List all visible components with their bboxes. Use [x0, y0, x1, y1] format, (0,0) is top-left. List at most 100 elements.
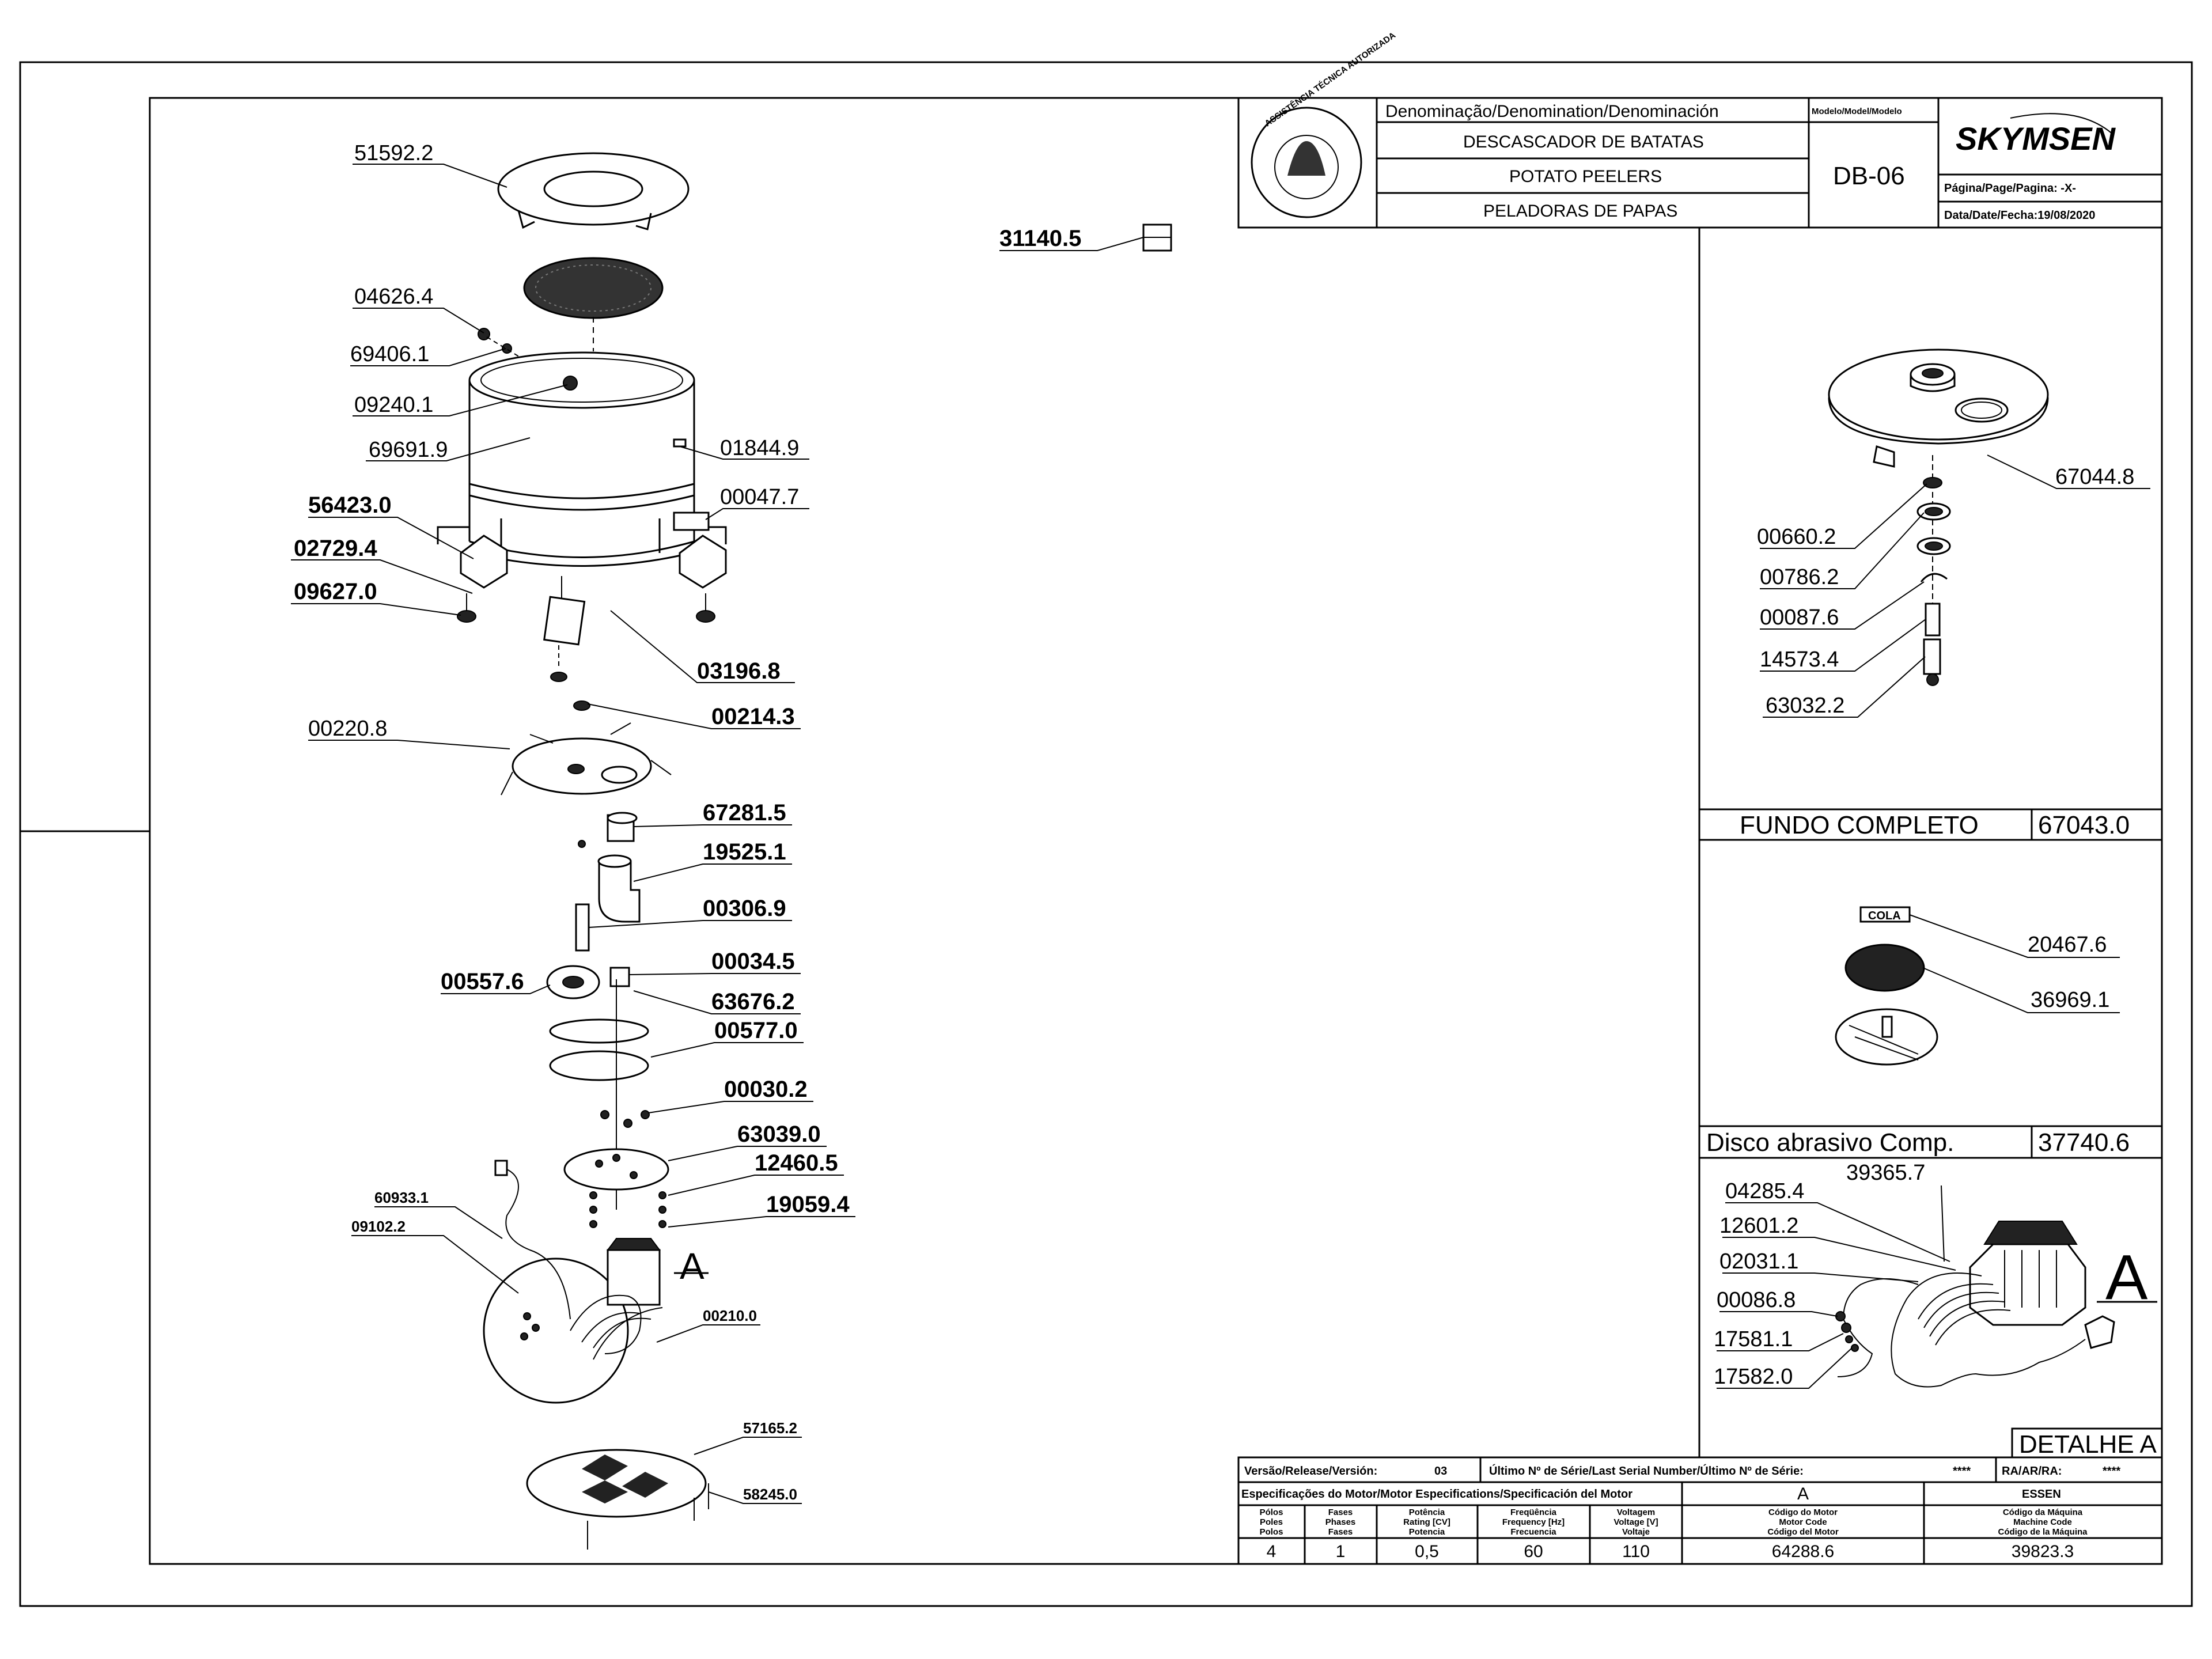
label-00086-8: 00086.8 [1717, 1288, 1796, 1312]
svg-text:Voltaje: Voltaje [1622, 1527, 1650, 1537]
svg-text:Pólos: Pólos [1260, 1508, 1283, 1517]
svg-text:Potência: Potência [1409, 1508, 1445, 1517]
label-00214-3: 00214.3 [711, 704, 795, 729]
disco-code: 37740.6 [2038, 1128, 2130, 1157]
label-63676-2: 63676.2 [711, 989, 795, 1014]
svg-text:1: 1 [1336, 1542, 1346, 1561]
name-es: PELADORAS DE PAPAS [1483, 202, 1677, 221]
svg-text:Voltagem: Voltagem [1617, 1508, 1655, 1517]
label-00030-2: 00030.2 [724, 1077, 808, 1102]
label-00660-2: 00660.2 [1757, 525, 1836, 549]
label-67044-8: 67044.8 [2055, 465, 2134, 489]
label-04285-4: 04285.4 [1725, 1179, 1804, 1203]
svg-text:Polos: Polos [1260, 1527, 1283, 1537]
spec-values: 4 1 0,5 60 110 64288.6 39823.3 [1267, 1542, 2074, 1561]
ra-label: RA/AR/RA: [2002, 1465, 2062, 1478]
outer-border [19, 61, 2193, 1607]
denomination-header: Denominação/Denomination/Denominación [1385, 102, 1719, 121]
detalhe-a-panel: A 04285.4 39365.7 12601.2 02031.1 00086.… [1714, 1161, 2162, 1459]
label-69406-1: 69406.1 [350, 342, 429, 366]
label-60933-1: 60933.1 [374, 1189, 429, 1206]
svg-text:Potencia: Potencia [1409, 1527, 1445, 1537]
label-19525-1: 19525.1 [703, 839, 786, 865]
motor-spec-label: Especificações do Motor/Motor Especifica… [1241, 1488, 1633, 1501]
label-17582-0: 17582.0 [1714, 1365, 1793, 1389]
serial-label: Último Nº de Série/Last Serial Number/Úl… [1489, 1464, 1804, 1478]
ra-value: **** [2103, 1465, 2120, 1478]
main-part-labels: 51592.2 04626.4 69406.1 09240.1 69691.9 … [294, 141, 1081, 1503]
label-51592-2: 51592.2 [354, 141, 433, 165]
disco-abrasivo-panel: COLA 20467.6 36969.1 Disco abrasivo Comp… [1699, 906, 2162, 1159]
disco-title: Disco abrasivo Comp. [1706, 1128, 1954, 1157]
svg-text:Voltage [V]: Voltage [V] [1613, 1517, 1658, 1527]
label-67281-5: 67281.5 [703, 800, 786, 825]
svg-text:110: 110 [1622, 1542, 1650, 1561]
release-label: Versão/Release/Versión: [1244, 1465, 1377, 1478]
svg-text:Phases: Phases [1325, 1517, 1356, 1527]
label-36969-1: 36969.1 [2031, 988, 2109, 1012]
svg-text:Fases: Fases [1328, 1527, 1353, 1537]
name-en: POTATO PEELERS [1509, 167, 1662, 186]
svg-text:Freqüência: Freqüência [1510, 1508, 1557, 1517]
label-19059-4: 19059.4 [766, 1192, 850, 1217]
label-00047-7: 00047.7 [720, 485, 799, 509]
svg-text:Frecuencia: Frecuencia [1510, 1527, 1556, 1537]
svg-text:60: 60 [1524, 1542, 1543, 1561]
fundo-completo-panel: 67044.8 00660.2 00786.2 00087.6 14573.4 … [1699, 349, 2162, 841]
label-69691-9: 69691.9 [369, 438, 448, 462]
label-09627-0: 09627.0 [294, 579, 377, 604]
label-63032-2: 63032.2 [1766, 694, 1844, 718]
label-57165-2: 57165.2 [743, 1419, 797, 1437]
svg-text:Código do Motor: Código do Motor [1768, 1508, 1838, 1517]
svg-text:64288.6: 64288.6 [1772, 1542, 1834, 1561]
label-12460-5: 12460.5 [755, 1150, 838, 1176]
label-00034-5: 00034.5 [711, 949, 795, 974]
svg-text:4: 4 [1267, 1542, 1277, 1561]
label-14573-4: 14573.4 [1760, 647, 1839, 672]
date-indicator: Data/Date/Fecha:19/08/2020 [1944, 209, 2095, 222]
label-31140-5: 31140.5 [999, 226, 1081, 251]
svg-text:Rating [CV]: Rating [CV] [1403, 1517, 1450, 1527]
main-leader-lines [291, 164, 1144, 1504]
fundo-code: 67043.0 [2038, 811, 2130, 839]
label-03196-8: 03196.8 [697, 658, 781, 684]
svg-text:39823.3: 39823.3 [2012, 1542, 2074, 1561]
label-00306-9: 00306.9 [703, 896, 786, 921]
svg-text:Poles: Poles [1260, 1517, 1283, 1527]
label-17581-1: 17581.1 [1714, 1327, 1793, 1351]
label-20467-6: 20467.6 [2028, 933, 2107, 957]
cola-tag: COLA [1868, 910, 1901, 922]
label-04626-4: 04626.4 [354, 285, 433, 309]
label-09102-2: 09102.2 [351, 1218, 406, 1235]
label-39365-7: 39365.7 [1846, 1161, 1925, 1185]
motor-detail-marker: A [680, 1245, 704, 1287]
svg-text:Motor Code: Motor Code [1779, 1517, 1827, 1527]
label-56423-0: 56423.0 [308, 493, 392, 518]
label-00087-6: 00087.6 [1760, 605, 1839, 630]
label-02729-4: 02729.4 [294, 536, 377, 561]
fundo-title: FUNDO COMPLETO [1740, 811, 1979, 839]
serial-value: **** [1953, 1465, 1971, 1478]
svg-text:Machine Code: Machine Code [2013, 1517, 2072, 1527]
label-58245-0: 58245.0 [743, 1486, 797, 1503]
spec-headers: Pólos Poles Polos Fases Phases Fases Pot… [1260, 1508, 2088, 1537]
main-exploded-view: A [437, 152, 1172, 1550]
title-block: ASSISTÊNCIA TÉCNICA AUTORIZADA Denominaç… [1237, 30, 2163, 229]
label-09240-1: 09240.1 [354, 393, 433, 417]
label-00220-8: 00220.8 [308, 717, 387, 741]
model-header: Modelo/Model/Modelo [1812, 107, 1902, 116]
svg-text:Frequency [Hz]: Frequency [Hz] [1502, 1517, 1565, 1527]
label-00577-0: 00577.0 [714, 1018, 798, 1043]
label-00557-6: 00557.6 [441, 969, 524, 994]
label-01844-9: 01844.9 [720, 436, 799, 460]
motor-letter: A [1797, 1484, 1809, 1503]
label-00210-0: 00210.0 [703, 1307, 757, 1324]
svg-text:Código de la Máquina: Código de la Máquina [1998, 1527, 2088, 1537]
model-number: DB-06 [1833, 162, 1905, 190]
svg-text:Fases: Fases [1328, 1508, 1353, 1517]
label-12601-2: 12601.2 [1719, 1214, 1798, 1238]
label-02031-1: 02031.1 [1719, 1249, 1798, 1274]
essen-label: ESSEN [2022, 1488, 2061, 1501]
label-63039-0: 63039.0 [737, 1122, 821, 1147]
